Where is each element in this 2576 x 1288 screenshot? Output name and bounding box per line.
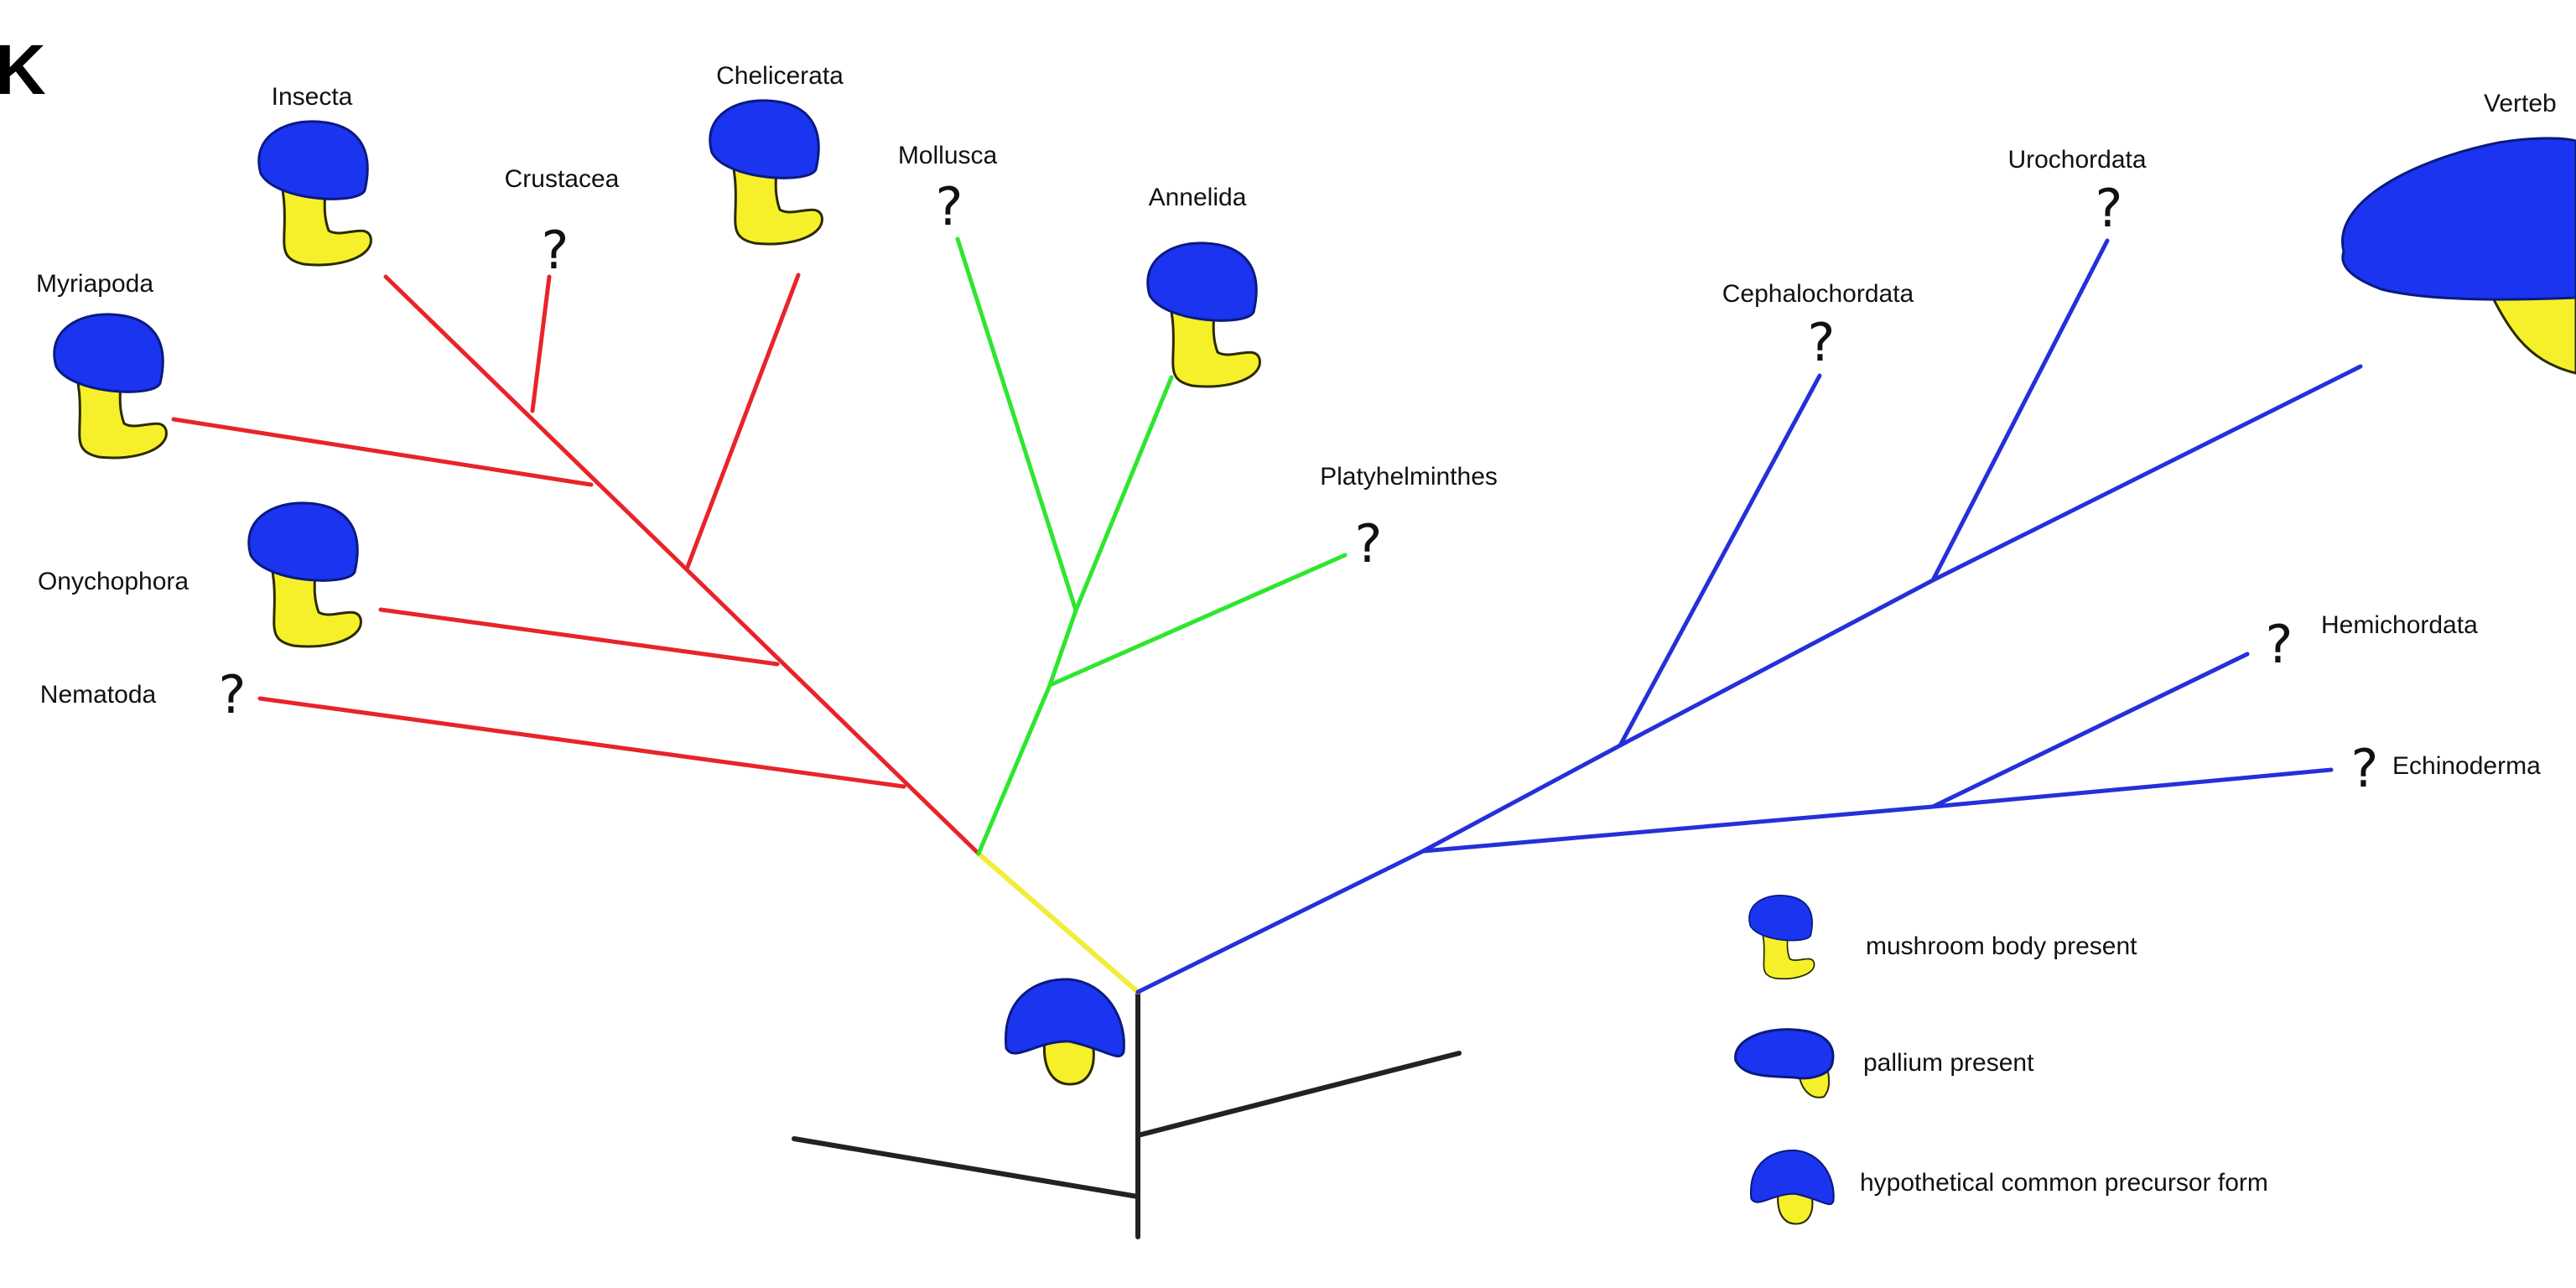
label-crustacea: Crustacea: [505, 165, 620, 193]
label-insecta: Insecta: [272, 83, 353, 111]
label-mollusca: Mollusca: [898, 142, 998, 169]
label-chelicerata: Chelicerata: [716, 62, 844, 90]
hemichordata-unknown-marker: ?: [2266, 614, 2293, 675]
legend-pallium-label: pallium present: [1863, 1049, 2034, 1077]
urochordata-unknown-marker: ?: [2096, 178, 2123, 239]
cephalochordata-unknown-marker: ?: [1808, 312, 1836, 373]
deuterostome-clade-branches: [1135, 238, 2363, 995]
label-onychophora: Onychophora: [38, 568, 189, 595]
label-nematoda: Nematoda: [40, 681, 157, 709]
stem-branch: [976, 851, 1140, 995]
platyhelminthes-unknown-marker: ?: [1355, 513, 1383, 574]
echinodermata-unknown-marker: ?: [2351, 738, 2379, 799]
label-annelida: Annelida: [1149, 184, 1247, 211]
myriapoda-mushroom-body-icon: [53, 313, 168, 460]
label-urochordata: Urochordata: [2007, 146, 2146, 174]
label-hemichordata: Hemichordata: [2321, 611, 2478, 639]
lophotrochozoa-clade-branches: [955, 236, 1348, 856]
panel-label: K: [0, 30, 46, 109]
insecta-mushroom-body-icon: [257, 120, 372, 267]
onychophora-mushroom-body-icon: [247, 501, 362, 648]
legend-precursor-icon: [1749, 1149, 1835, 1225]
legend-mushroom-label: mushroom body present: [1866, 932, 2137, 960]
outgroup-branches: [792, 989, 1462, 1239]
crustacea-unknown-marker: ?: [542, 220, 569, 281]
legend-mushroom-icon: [1748, 895, 1815, 980]
chelicerata-mushroom-body-icon: [709, 99, 823, 246]
legend: mushroom body present pallium present hy…: [1734, 895, 2268, 1225]
label-myriapoda: Myriapoda: [36, 270, 153, 298]
root-precursor-icon: [1004, 978, 1125, 1086]
legend-pallium-icon: [1734, 1028, 1835, 1098]
label-platyhelminthes: Platyhelminthes: [1320, 463, 1498, 491]
mollusca-unknown-marker: ?: [936, 176, 963, 237]
nematoda-unknown-marker: ?: [219, 664, 247, 725]
label-echinodermata: Echinoderma: [2392, 752, 2541, 780]
label-cephalochordata: Cephalochordata: [1722, 280, 1914, 308]
legend-precursor-label: hypothetical common precursor form: [1860, 1169, 2268, 1197]
label-vertebrata: Verteb: [2484, 90, 2557, 117]
ecdysozoa-clade-branches: [171, 273, 981, 856]
vertebrata-pallium-icon: [2341, 137, 2576, 375]
annelida-mushroom-body-icon: [1146, 242, 1261, 388]
